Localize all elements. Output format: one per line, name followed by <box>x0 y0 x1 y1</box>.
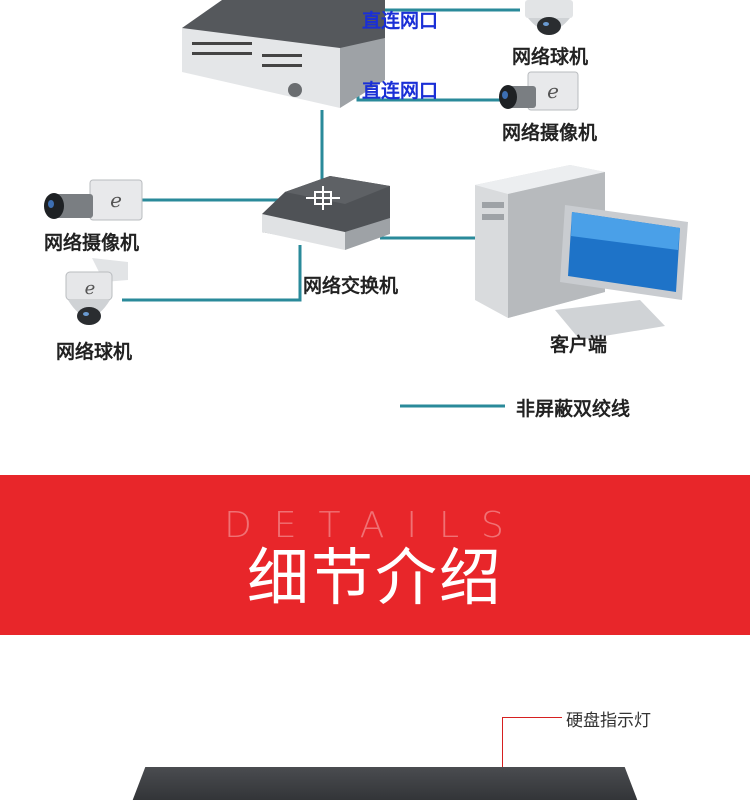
label-client: 客户端 <box>550 334 608 356</box>
network-topology-diagram: e e e <box>44 0 688 420</box>
box-camera-right-icon: e <box>499 71 579 111</box>
details-banner: DETAILS 细节介绍 <box>0 475 750 635</box>
nvr-icon <box>182 0 385 108</box>
client-pc-icon <box>475 165 688 340</box>
diagram-graphics: e e e <box>44 0 688 408</box>
switch-icon <box>262 176 390 250</box>
legend-cable-label: 非屏蔽双绞线 <box>516 398 631 420</box>
svg-text:e: e <box>85 278 96 299</box>
callout-line-vertical <box>502 717 503 800</box>
label-direct-port-2: 直连网口 <box>362 80 439 102</box>
dome-camera-left-icon: e <box>65 258 128 325</box>
label-direct-port-1: 直连网口 <box>362 10 439 32</box>
banner-subtitle: DETAILS <box>224 505 526 546</box>
callout-hdd-indicator: 硬盘指示灯 <box>566 711 651 731</box>
device-top-panel <box>130 767 640 800</box>
label-camera-right: 网络摄像机 <box>502 122 598 144</box>
label-dome-left: 网络球机 <box>56 341 133 363</box>
box-camera-left-icon: e <box>44 179 143 221</box>
svg-text:e: e <box>547 79 559 103</box>
detail-section: 硬盘指示灯 <box>0 635 750 800</box>
label-dome-top: 网络球机 <box>512 46 589 68</box>
label-switch: 网络交换机 <box>303 275 399 297</box>
svg-text:e: e <box>110 188 122 212</box>
label-camera-left: 网络摄像机 <box>44 232 140 254</box>
callout-line <box>502 717 562 718</box>
dome-camera-top-icon <box>525 0 573 35</box>
cable-dome-switch <box>122 245 302 302</box>
banner-title: 细节介绍 <box>246 541 503 614</box>
